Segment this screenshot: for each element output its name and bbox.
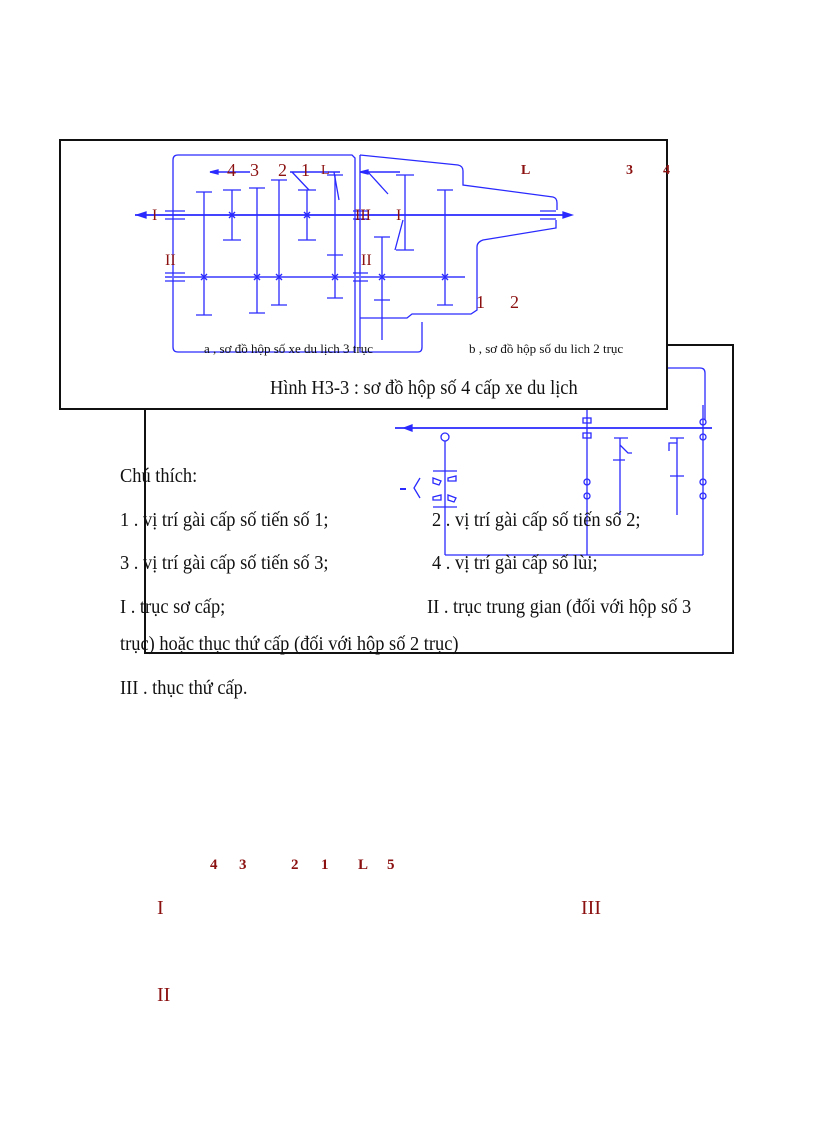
label-gear-4: 4 [227, 160, 236, 180]
label-pos-4: 4 [663, 163, 670, 178]
figure-title: Hình H3-3 : sơ đồ hộp số 4 cấp xe du lịc… [270, 377, 578, 399]
lower-label-4: 4 [210, 857, 218, 873]
notes-heading: Chú thích: [120, 465, 198, 487]
label-shaft-III-a: III [355, 207, 371, 224]
lower-label-2: 2 [291, 857, 299, 873]
note-2: 2 . vị trí gài cấp số tiến số 2; [432, 509, 641, 531]
label-shaft-II-b: II [361, 252, 372, 269]
lower-label-II: II [157, 984, 171, 1006]
note-I: I . trục sơ cấp; [120, 596, 226, 618]
label-gear-2: 2 [278, 160, 287, 180]
note-II-cont: trục) hoặc thục thứ cấp (đối với hộp số … [120, 633, 459, 655]
label-shaft-I-a: I [152, 207, 158, 224]
note-II: II . trục trung gian (đối với hộp số 3 [427, 596, 692, 618]
label-pos-1: 1 [476, 292, 485, 312]
lower-label-3: 3 [239, 857, 247, 873]
label-shaft-I-b: I [396, 207, 402, 224]
label-reverse-b: L [521, 163, 531, 178]
lower-label-III: III [581, 897, 601, 919]
caption-b: b , sơ đồ hộp số du lich 2 trục [469, 341, 624, 356]
lower-label-1: 1 [321, 857, 329, 873]
label-pos-3: 3 [626, 163, 633, 178]
label-pos-2: 2 [510, 292, 519, 312]
label-gear-1: 1 [301, 160, 310, 180]
figure-frame [59, 139, 668, 410]
lower-label-5: 5 [387, 857, 395, 873]
caption-a: a , sơ đồ hộp số xe du lịch 3 trục [204, 341, 373, 356]
note-4: 4 . vị trí gài cấp số lùi; [432, 552, 598, 574]
label-reverse-a: L [321, 163, 330, 178]
note-1: 1 . vị trí gài cấp số tiến số 1; [120, 509, 329, 531]
note-III: III . thục thứ cấp. [120, 677, 248, 699]
lower-label-L: L [358, 857, 369, 873]
lower-label-I: I [157, 897, 164, 919]
label-shaft-II-a: II [165, 252, 176, 269]
note-3: 3 . vị trí gài cấp số tiến số 3; [120, 552, 329, 574]
label-gear-3: 3 [250, 160, 259, 180]
